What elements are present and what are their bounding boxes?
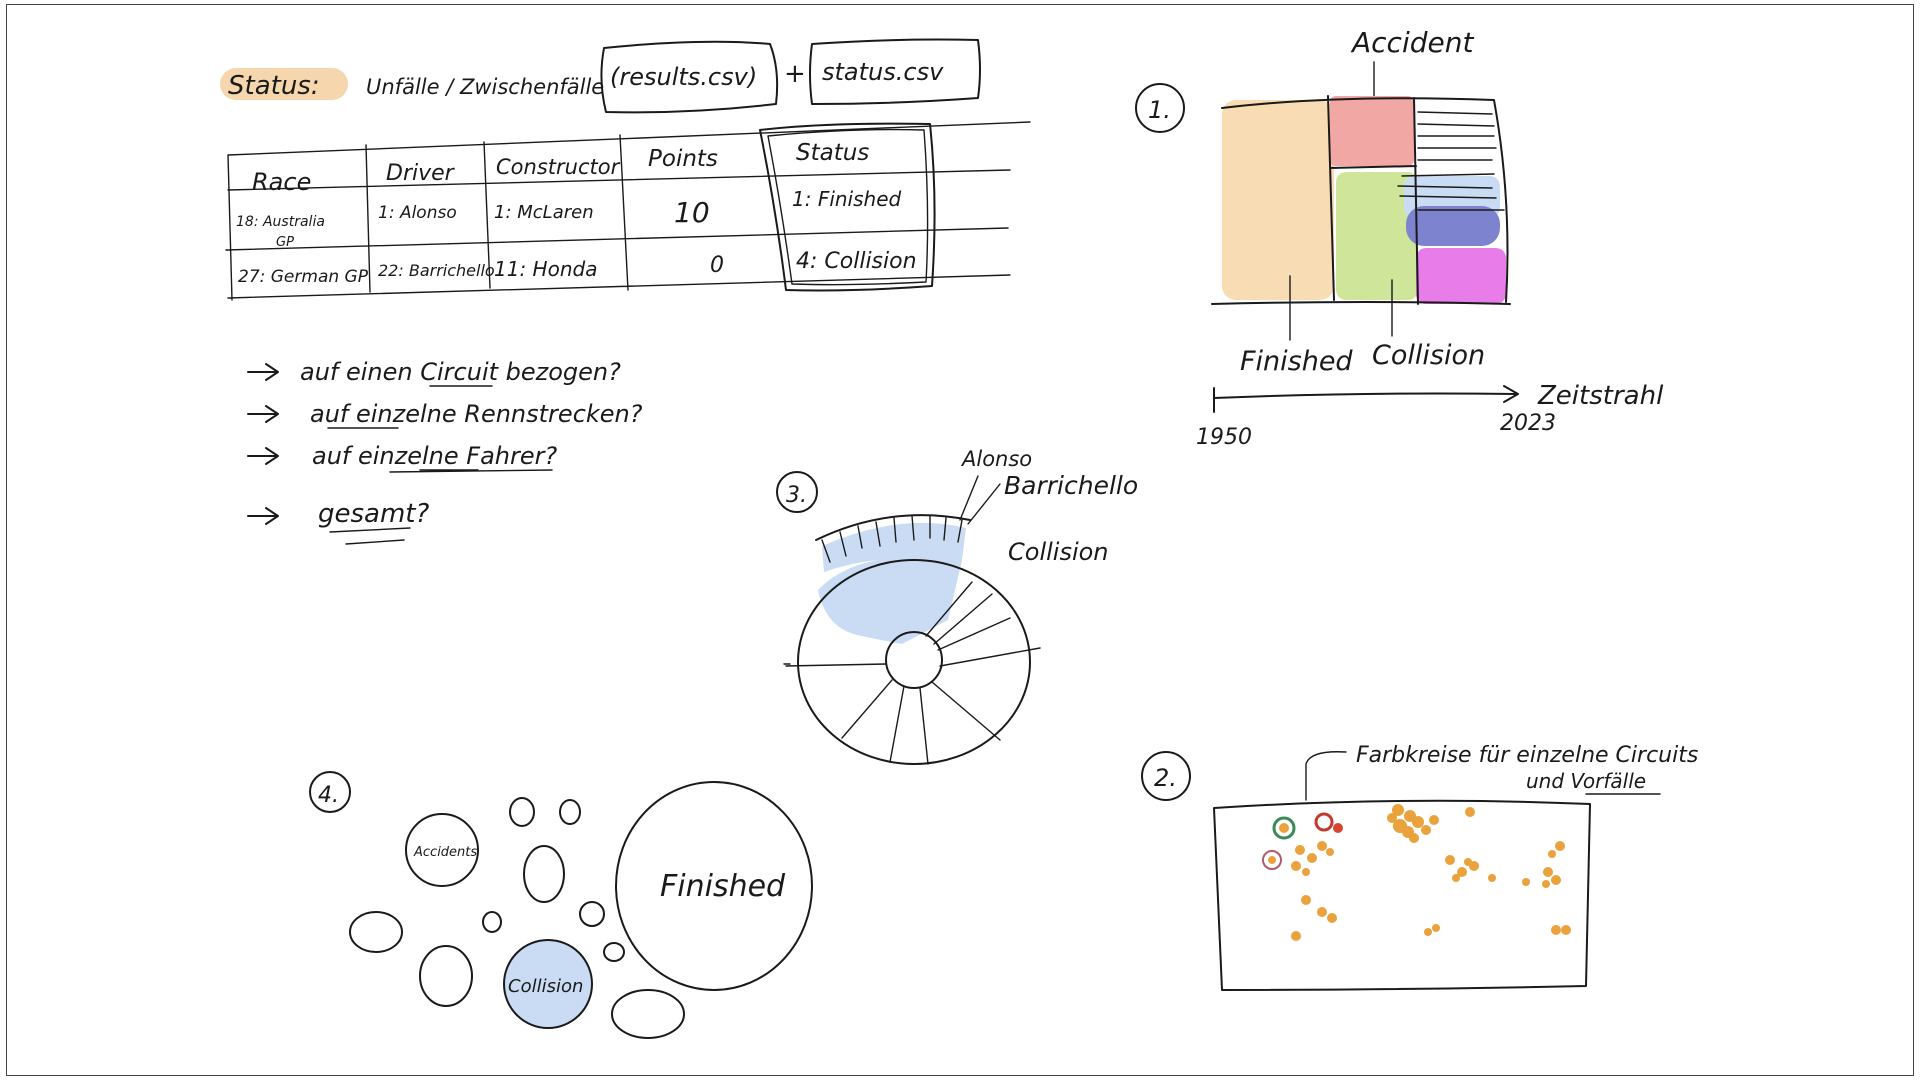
- arrow-icon: [247, 447, 279, 465]
- row2-status: 4: Collision: [796, 249, 917, 274]
- bar-arc: [815, 514, 971, 541]
- sketch2-number: 2.: [1154, 764, 1177, 792]
- label-accidents: Accidents: [413, 845, 477, 860]
- area-finished: [1222, 100, 1334, 300]
- outer-ring: [797, 559, 1031, 765]
- row1-points: 10: [674, 196, 710, 229]
- file1-box: [600, 40, 779, 114]
- label-alonso: Alonso: [960, 447, 1032, 471]
- col-constructor: Constructor: [496, 155, 621, 179]
- question-2: auf einzelne Rennstrecken?: [310, 400, 643, 428]
- bubble-small: [349, 797, 685, 1039]
- collision-segment: [818, 556, 962, 644]
- status-column-box: [759, 122, 936, 292]
- label-collision: Collision: [508, 976, 583, 997]
- status-label: Status:: [228, 71, 320, 101]
- question-underlines: [327, 385, 553, 545]
- plus-sign: +: [784, 59, 806, 89]
- row1-constructor: 1: McLaren: [494, 202, 594, 223]
- col-driver: Driver: [386, 161, 456, 186]
- map-frame: [1213, 799, 1591, 991]
- sketch-1-stacked-chart: 1. Accident Finished Collision Zeitstrah…: [1135, 26, 1664, 450]
- circuit-dots: [1262, 804, 1571, 941]
- label-finished: Finished: [1240, 346, 1353, 377]
- question-list: auf einen Circuit bezogen? auf einzelne …: [247, 358, 643, 545]
- row1-race-2: GP: [276, 235, 294, 250]
- sketch2-note-line2: und Vorfälle: [1526, 769, 1646, 793]
- label-accident: Accident: [1350, 26, 1474, 59]
- row2-constructor: 11: Honda: [494, 257, 597, 281]
- bubble-collision: [503, 939, 593, 1029]
- label-collision: Collision: [1372, 340, 1485, 371]
- area-blue: [1406, 206, 1500, 246]
- number-circle: [1135, 83, 1185, 133]
- timeline-arrow: [1213, 385, 1519, 413]
- area-accident: [1330, 96, 1414, 166]
- number-circle: [309, 771, 351, 813]
- sketch1-number: 1.: [1148, 96, 1171, 124]
- number-circle: [776, 471, 818, 513]
- arrow-icon: [247, 363, 279, 381]
- table-grid: [225, 121, 1031, 301]
- label-collision: Collision: [1008, 538, 1109, 566]
- sketch-2-map: 2. Farbkreise für einzelne Circuits und …: [1141, 743, 1698, 991]
- chart-outline: [1221, 95, 1509, 305]
- radial-spokes: [783, 581, 1041, 765]
- row1-status: 1: Finished: [792, 187, 902, 211]
- arrow-icon: [247, 405, 279, 423]
- area-collision: [1336, 172, 1418, 300]
- subtitle: Unfälle / Zwischenfälle: [366, 75, 604, 99]
- year-end: 2023: [1500, 411, 1556, 436]
- label-zeitstrahl: Zeitstrahl: [1537, 381, 1664, 411]
- chart-axis: [1211, 301, 1511, 305]
- data-table: Race Driver Constructor Points Status 18…: [225, 121, 1031, 301]
- file2-box: [809, 38, 981, 105]
- inner-ring: [885, 631, 943, 689]
- bubble-accidents: [405, 813, 479, 887]
- bar-ticks: [821, 475, 1001, 563]
- col-race: Race: [252, 168, 311, 196]
- question-4: gesamt?: [318, 499, 430, 529]
- question-3: auf einzelne Fahrer?: [312, 442, 558, 470]
- sketch-3-radial-chart: 3. Alonso Barrichello Collision: [776, 447, 1138, 765]
- sketch-4-bubbles: 4. Accidents Finished Collision: [309, 771, 813, 1039]
- year-start: 1950: [1196, 425, 1252, 450]
- file2-label: status.csv: [822, 58, 944, 86]
- sketch3-number: 3.: [786, 483, 807, 508]
- label-finished: Finished: [660, 869, 786, 904]
- row2-points: 0: [710, 253, 724, 278]
- sketch2-note-line1: Farbkreise für einzelne Circuits: [1356, 743, 1698, 768]
- question-1: auf einen Circuit bezogen?: [300, 358, 621, 386]
- note-pointer: [1305, 751, 1661, 801]
- col-status: Status: [796, 140, 869, 166]
- arrow-icon: [247, 507, 279, 525]
- number-circle: [1141, 751, 1191, 801]
- row1-race: 18: Australia: [236, 214, 325, 230]
- header: Status: Unfälle / Zwischenfälle (results…: [220, 38, 981, 114]
- area-magenta: [1416, 248, 1506, 304]
- bubble-finished: [615, 781, 813, 991]
- col-points: Points: [648, 146, 718, 172]
- label-barrichello: Barrichello: [1004, 471, 1138, 500]
- row2-driver: 22: Barrichello: [378, 261, 495, 280]
- sketch4-number: 4.: [318, 783, 339, 808]
- chart-hatching: [1397, 111, 1505, 211]
- status-column-box-2: [767, 128, 929, 286]
- row2-race: 27: German GP: [238, 267, 369, 287]
- row1-driver: 1: Alonso: [378, 203, 457, 223]
- status-highlight: [220, 68, 348, 100]
- file1-label: (results.csv): [610, 63, 757, 91]
